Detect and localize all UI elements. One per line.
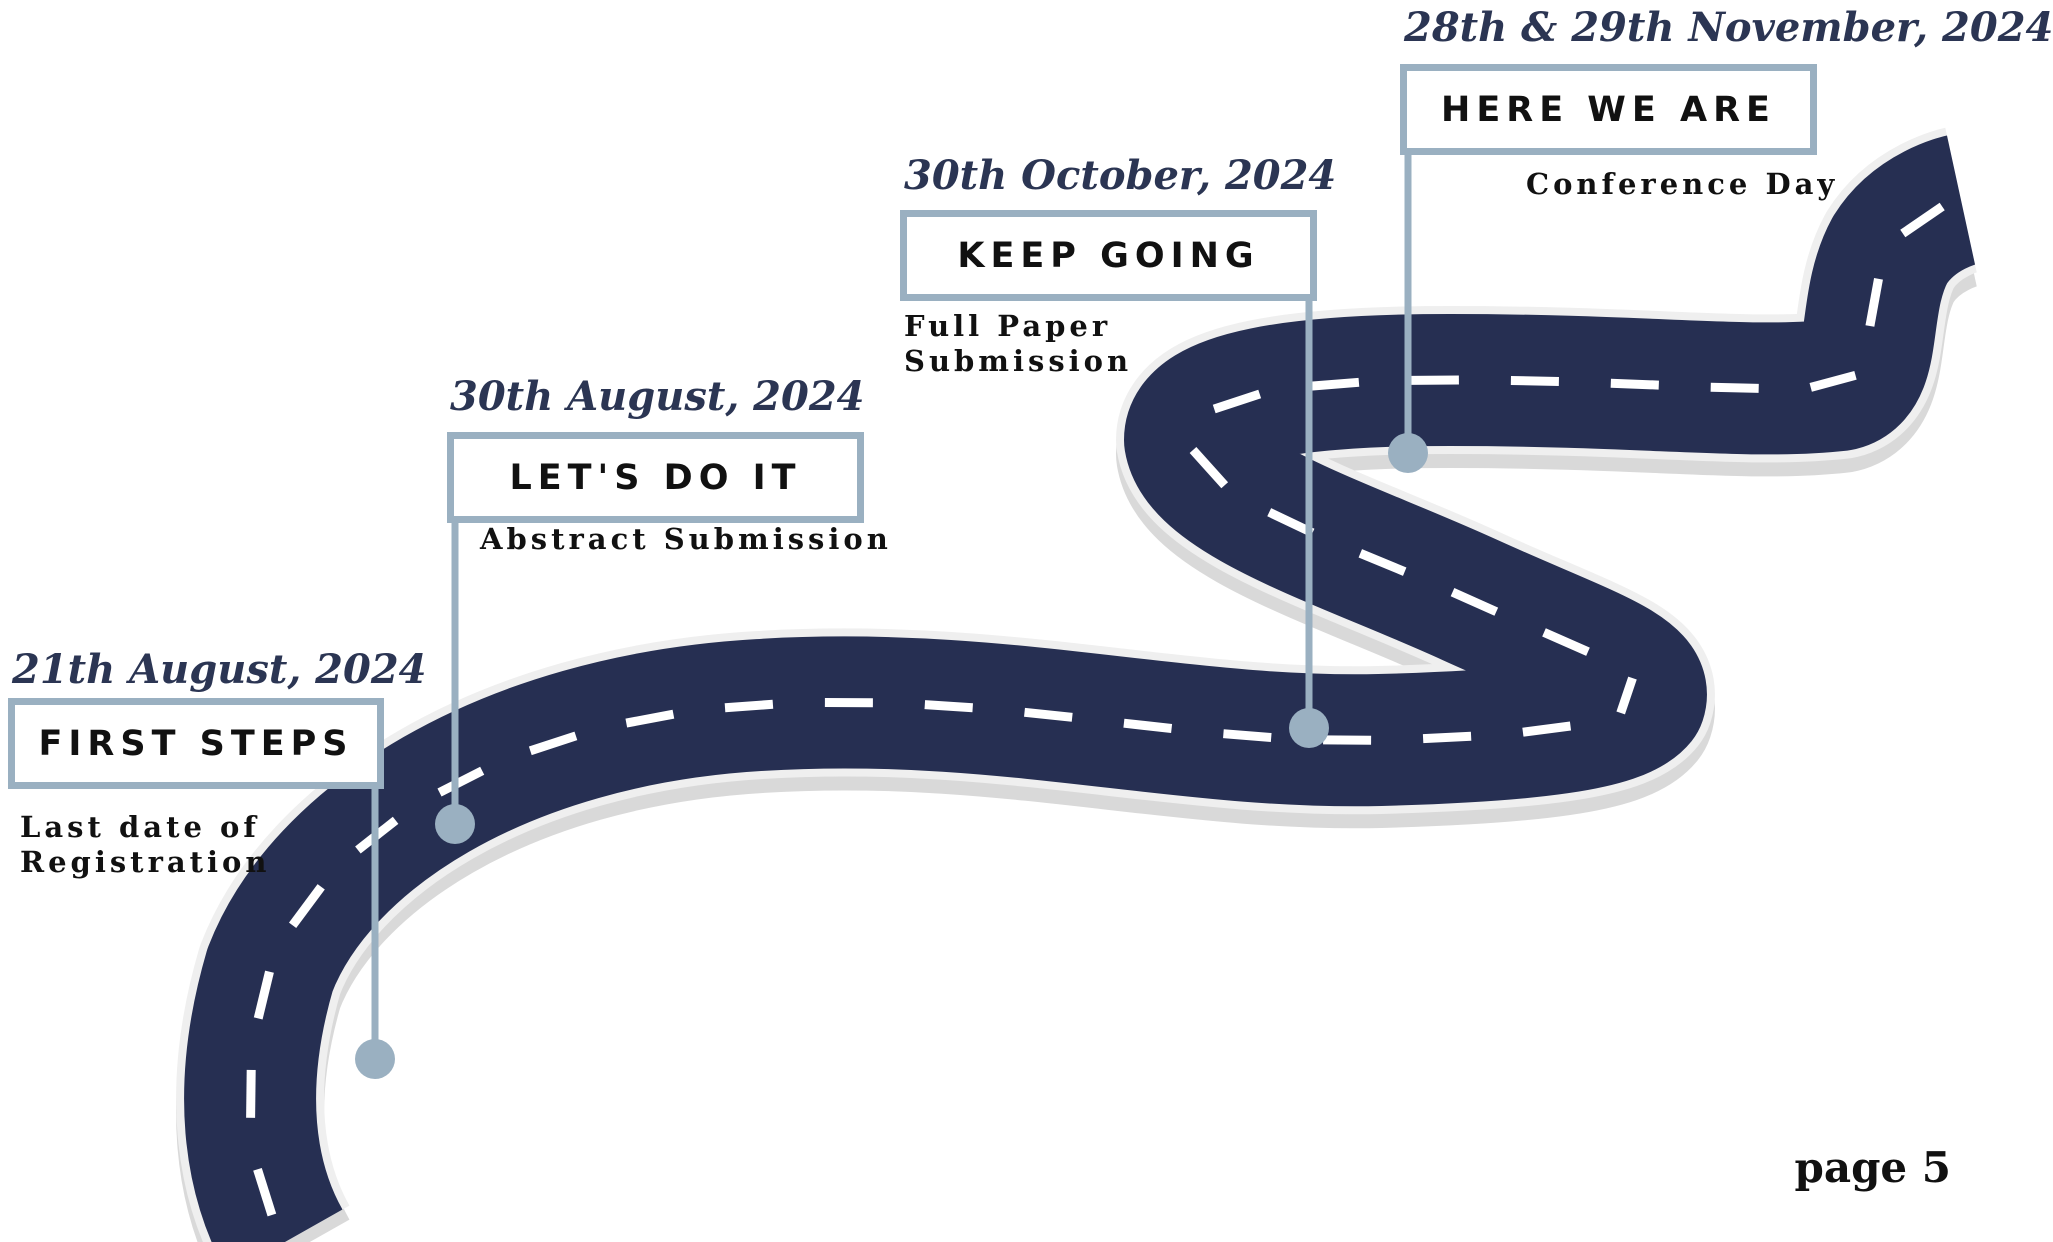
milestone-title: FIRST STEPS (38, 723, 354, 764)
milestone-date: 30th August, 2024 (450, 373, 865, 420)
lane-dash (1223, 729, 1272, 742)
lane-dash (1123, 718, 1173, 733)
page-number: page 5 (1794, 1143, 1951, 1192)
lane-dash (1710, 382, 1759, 393)
lane-dash (253, 1167, 277, 1217)
lane-dash (1358, 549, 1407, 576)
pin-dot (1388, 433, 1428, 473)
milestone-title-box: KEEP GOING (900, 210, 1317, 301)
milestone-pin (355, 789, 395, 1079)
milestone-title-box: LET'S DO IT (447, 432, 864, 523)
lane-dash (924, 700, 973, 713)
milestone-description: Last date of Registration (20, 810, 271, 879)
lane-dash (1189, 446, 1229, 489)
milestone-date: 21th August, 2024 (12, 646, 427, 693)
lane-dashes (246, 202, 1945, 1217)
milestone-title: LET'S DO IT (509, 457, 802, 498)
milestone-description: Abstract Submission (480, 522, 892, 556)
milestone-pin (435, 523, 475, 844)
lane-dash (1809, 370, 1857, 392)
lane-dash (1267, 508, 1315, 537)
pin-dot (1289, 708, 1329, 748)
lane-dash (246, 1069, 256, 1118)
milestone-title-box: HERE WE ARE (1400, 64, 1817, 155)
milestone-title-box: FIRST STEPS (8, 698, 384, 789)
milestone-description: Full Paper Submission (904, 309, 1133, 378)
milestone-description: Conference Day (1526, 167, 1839, 201)
milestone-title: KEEP GOING (957, 235, 1260, 276)
milestone-pin (1289, 301, 1329, 748)
milestone-pin (1388, 155, 1428, 473)
winding-road-illustration (176, 127, 1980, 1242)
milestone-title: HERE WE ARE (1441, 89, 1776, 130)
lane-dash (1616, 676, 1637, 715)
lane-dash (625, 709, 675, 728)
lane-dash (1900, 202, 1945, 238)
lane-dash (528, 731, 578, 756)
lane-dash (1212, 389, 1262, 414)
lane-dash (1865, 277, 1883, 327)
lane-dash (1450, 587, 1499, 616)
lane-dash (437, 766, 485, 797)
lane-dash (1310, 377, 1360, 391)
pin-dot (435, 804, 475, 844)
milestone-date: 30th October, 2024 (904, 152, 1337, 199)
milestone-date: 28th & 29th November, 2024 (1404, 4, 2053, 51)
lane-dash (1522, 721, 1572, 737)
lane-dash (1510, 376, 1559, 386)
pin-dot (355, 1039, 395, 1079)
lane-dash (1422, 731, 1472, 744)
lane-dash (253, 970, 274, 1020)
lane-dash (288, 884, 325, 928)
lane-dash (1542, 628, 1590, 656)
lane-dash (1024, 707, 1073, 722)
lane-dash (1610, 378, 1659, 390)
lane-dash (724, 699, 774, 713)
